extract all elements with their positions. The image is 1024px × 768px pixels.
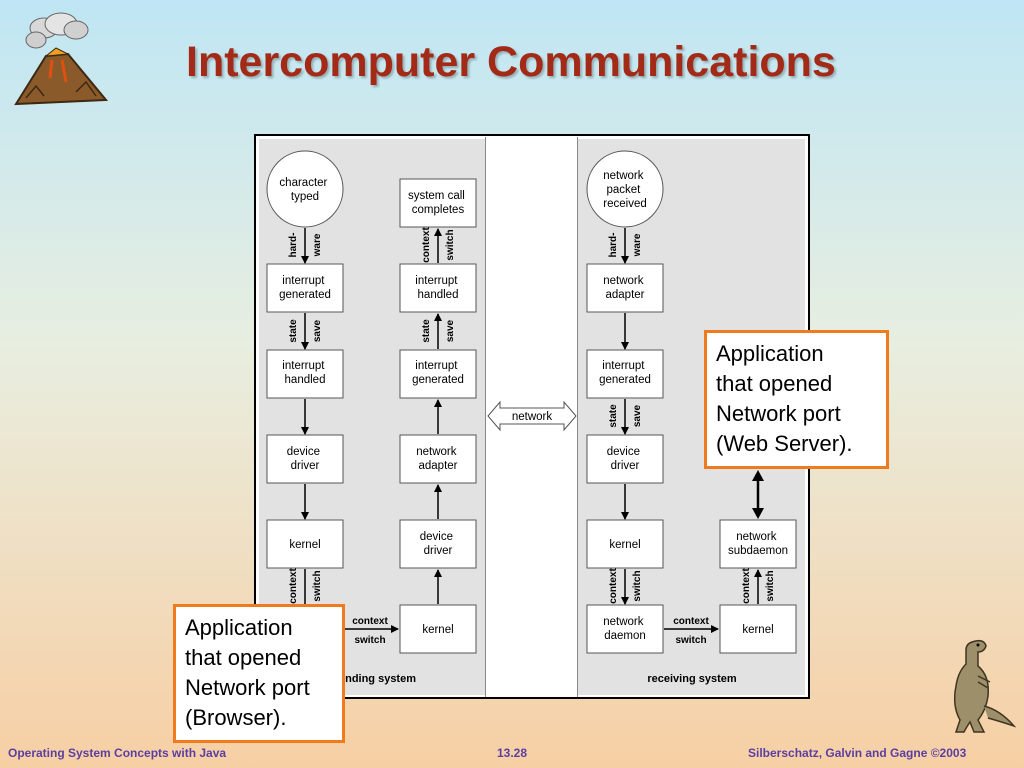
callout-web-server: Application that opened Network port (We… — [704, 330, 889, 469]
callout-web-line-2: that opened — [716, 371, 833, 396]
svg-text:kernel: kernel — [609, 539, 640, 551]
callout-browser: Application that opened Network port (Br… — [173, 604, 345, 743]
node-interrupt-generated-send: interrupt generated — [266, 263, 344, 313]
svg-text:device driver: device driver — [420, 531, 456, 557]
svg-text:kernel: kernel — [742, 624, 773, 636]
svg-text:network daemon: network daemon — [603, 616, 646, 642]
label-switch-send-h: switch — [354, 635, 385, 646]
label-switch-send-v1: switch — [312, 570, 323, 601]
node-network-packet-received: network packet received — [586, 150, 664, 228]
svg-text:system call completes: system call completes — [408, 190, 468, 216]
node-device-driver-send-2: device driver — [399, 519, 477, 569]
label-context-send-v1: context — [288, 568, 299, 604]
svg-text:kernel: kernel — [289, 539, 320, 551]
label-switch-send-v2: switch — [445, 229, 456, 260]
callout-browser-line-4: (Browser). — [185, 705, 287, 730]
svg-text:interrupt handled: interrupt handled — [415, 275, 460, 301]
svg-text:network adapter: network adapter — [603, 275, 646, 301]
volcano-logo — [14, 12, 109, 106]
node-device-driver-recv: device driver — [586, 434, 664, 484]
label-switch-recv-h: switch — [675, 635, 706, 646]
svg-text:interrupt generated: interrupt generated — [599, 360, 651, 386]
slide-title: Intercomputer Communications — [186, 38, 836, 86]
svg-text:kernel: kernel — [422, 624, 453, 636]
node-network-daemon: network daemon — [586, 604, 664, 654]
network-label: network — [512, 411, 553, 423]
label-context-send-h: context — [352, 616, 388, 627]
label-hardware-recv-1: hard- — [608, 233, 619, 258]
svg-text:interrupt handled: interrupt handled — [282, 360, 327, 386]
node-kernel-send-2: kernel — [399, 604, 477, 654]
node-interrupt-generated-send-2: interrupt generated — [399, 349, 477, 399]
node-character-typed: character typed — [266, 150, 344, 228]
footer-book-title: Operating System Concepts with Java — [8, 746, 227, 760]
callout-browser-line-3: Network port — [185, 675, 310, 700]
svg-text:network subdaemon: network subdaemon — [728, 531, 788, 557]
callout-browser-line-2: that opened — [185, 645, 302, 670]
node-kernel-send-1: kernel — [266, 519, 344, 569]
callout-web-line-4: (Web Server). — [716, 431, 853, 456]
svg-text:character typed: character typed — [279, 177, 330, 203]
label-save-recv: save — [632, 404, 643, 427]
dinosaur-mascot — [953, 639, 1017, 733]
callout-browser-line-1: Application — [185, 615, 293, 640]
label-context-recv-v1: context — [608, 568, 619, 604]
svg-text:network packet rec: network packet received — [603, 170, 646, 210]
svg-text:network adapter: network adapter — [416, 446, 459, 472]
svg-text:interrupt generated: interrupt generated — [412, 360, 464, 386]
svg-text:interrupt generated: interrupt generated — [279, 275, 331, 301]
label-context-recv-v2: context — [741, 568, 752, 604]
node-interrupt-handled-send-2: interrupt handled — [399, 263, 477, 313]
label-switch-recv-v2: switch — [765, 570, 776, 601]
node-network-adapter-recv: network adapter — [586, 263, 664, 313]
node-interrupt-generated-recv: interrupt generated — [586, 349, 664, 399]
label-receiving-system: receiving system — [647, 673, 736, 685]
callout-web-line-1: Application — [716, 341, 824, 366]
node-system-call-completes: system call completes — [399, 178, 477, 228]
label-state-recv: state — [608, 404, 619, 428]
label-hardware-recv-2: ware — [632, 233, 643, 257]
node-kernel-recv-2: kernel — [719, 604, 797, 654]
node-kernel-recv-1: kernel — [586, 519, 664, 569]
node-network-subdaemon: network subdaemon — [719, 519, 797, 569]
footer-slide-number: 13.28 — [497, 746, 528, 760]
node-device-driver-send: device driver — [266, 434, 344, 484]
network-link: network — [487, 400, 577, 432]
node-interrupt-handled-send: interrupt handled — [266, 349, 344, 399]
label-hardware-send-1: hard- — [288, 233, 299, 258]
label-save-send: save — [312, 319, 323, 342]
label-state-send: state — [288, 319, 299, 343]
label-switch-recv-v1: switch — [632, 570, 643, 601]
label-sending-system: nding system — [345, 673, 416, 685]
label-context-send-v2: context — [421, 227, 432, 263]
label-hardware-send-2: ware — [312, 233, 323, 257]
svg-text:device driver: device driver — [607, 446, 643, 472]
label-save-send-2: save — [445, 319, 456, 342]
callout-web-line-3: Network port — [716, 401, 841, 426]
footer-copyright: Silberschatz, Galvin and Gagne ©2003 — [748, 746, 967, 760]
svg-text:device driver: device driver — [287, 446, 323, 472]
label-state-send-2: state — [421, 319, 432, 343]
node-network-adapter-send: network adapter — [399, 434, 477, 484]
label-context-recv-h: context — [673, 616, 709, 627]
sending-panel — [259, 139, 485, 695]
